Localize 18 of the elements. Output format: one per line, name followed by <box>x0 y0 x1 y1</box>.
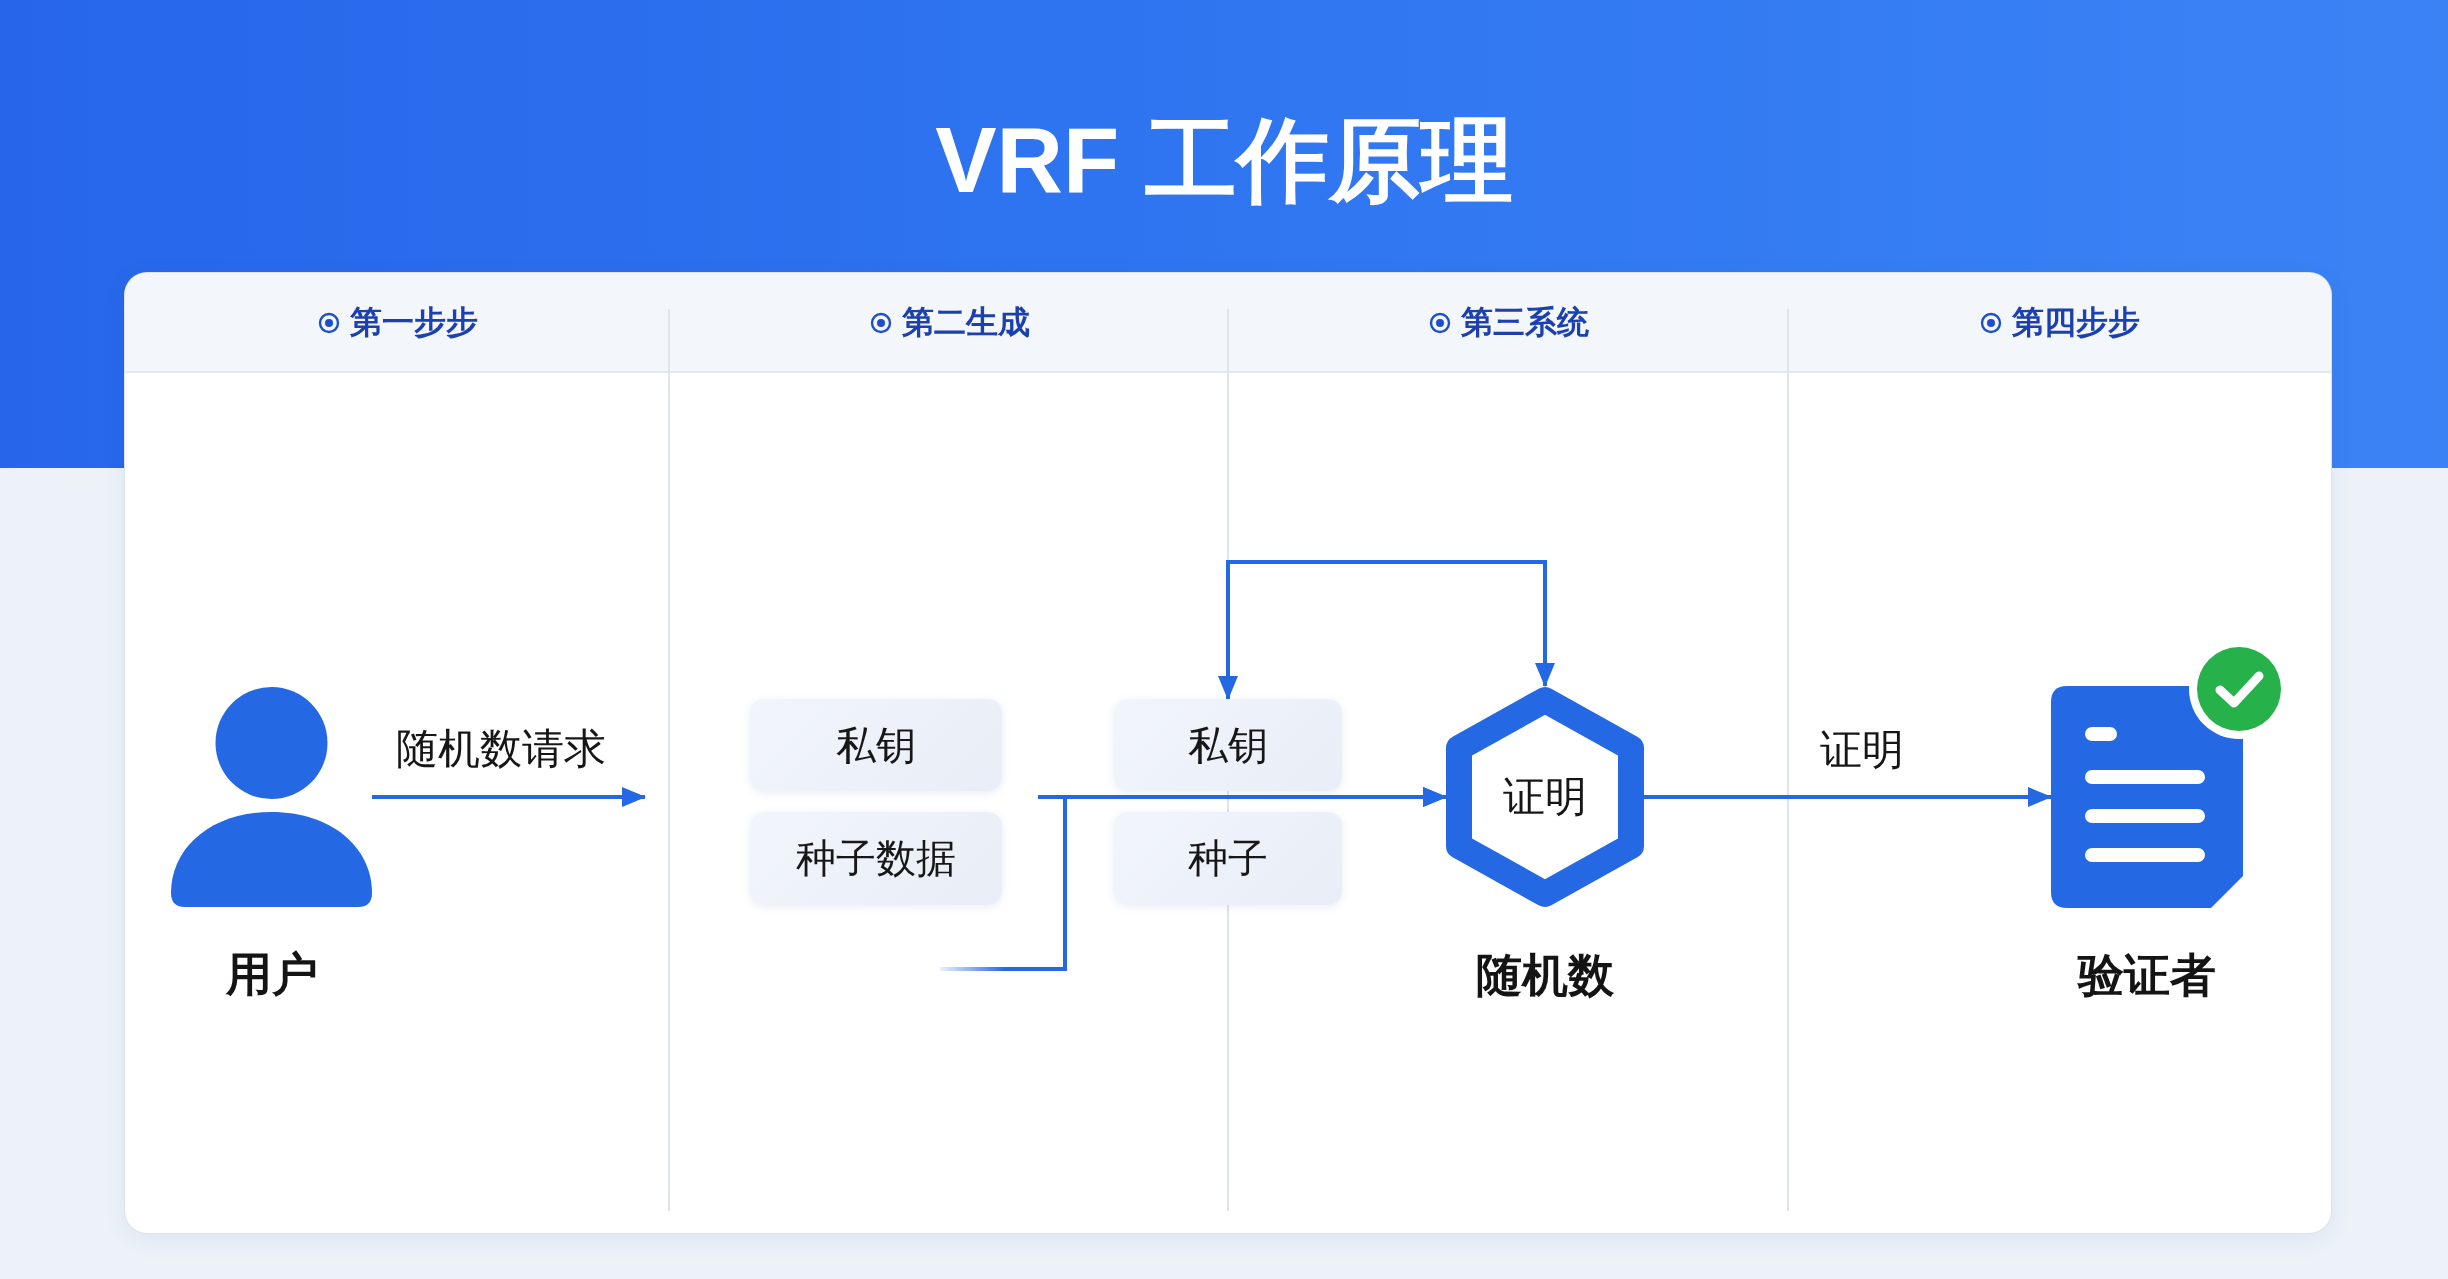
arrow <box>1644 787 2052 807</box>
column-heading: 第三系统 <box>1461 302 1589 342</box>
data-tag: 私钥 <box>1114 699 1342 791</box>
data-tag: 种子数据 <box>750 812 1002 905</box>
data-tag: 种子 <box>1114 812 1342 905</box>
node-caption: 用户 <box>225 947 318 1002</box>
diagram-title: VRF 工作原理 <box>935 108 1513 213</box>
person-icon <box>171 687 372 907</box>
node-caption: 随机数 <box>1476 948 1614 1003</box>
column-heading: 第二生成 <box>901 302 1030 342</box>
data-tag: 私钥 <box>750 699 1002 791</box>
node-caption: 验证者 <box>2078 948 2216 1003</box>
column-heading: 第四步步 <box>2012 302 2140 342</box>
column-heading: 第一步步 <box>349 302 478 342</box>
hexagon-node: 证明 <box>1446 686 1644 908</box>
document-icon <box>2051 686 2243 908</box>
double-arrow <box>1218 560 1555 700</box>
arrow <box>372 787 646 807</box>
